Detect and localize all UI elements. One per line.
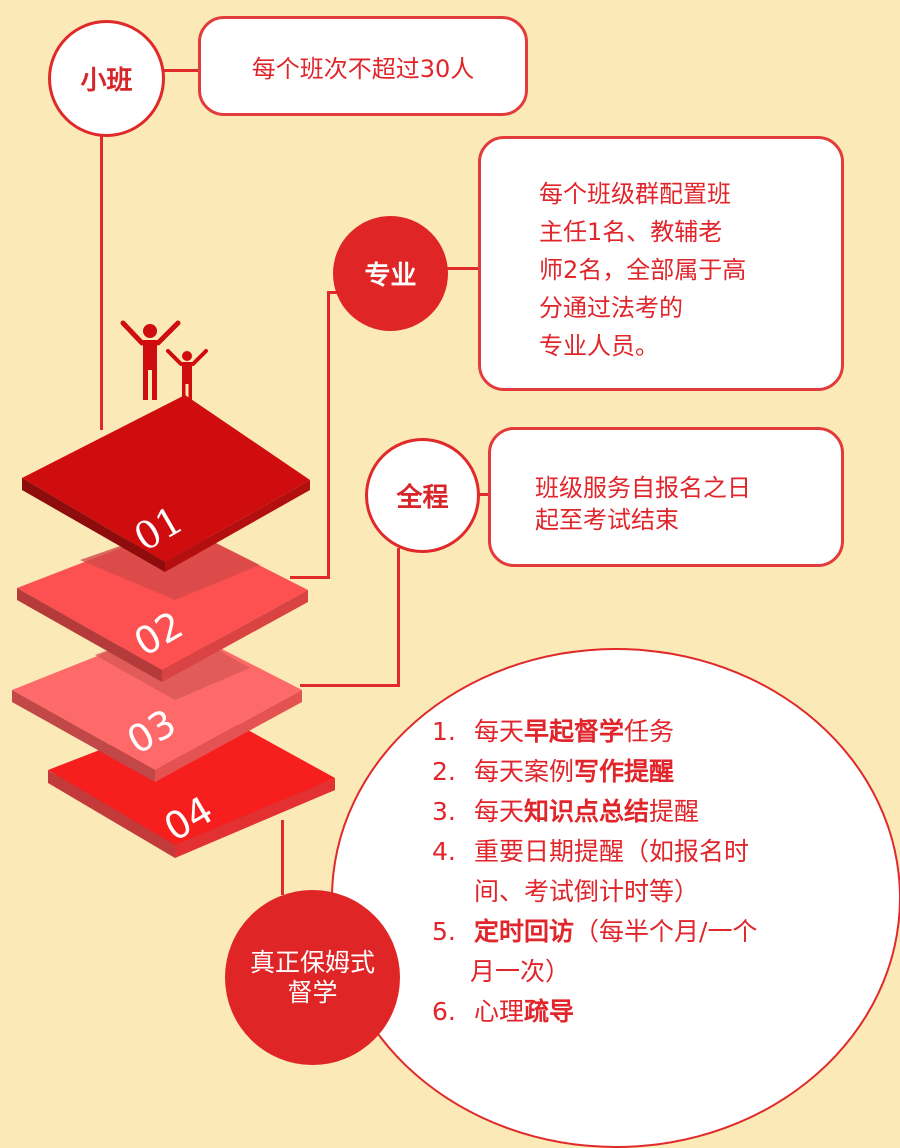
- professional-badge: 专业: [333, 216, 448, 331]
- small-class-badge: 小班: [48, 20, 165, 137]
- list-item: 6.心理疏导: [432, 997, 575, 1026]
- connector-line-full-box: [477, 493, 491, 496]
- professional-desc-line: 每个班级群配置班: [539, 180, 731, 208]
- stacked-tiles-graphic: 01 02 03 04: [12, 320, 335, 858]
- connector-line-professional-box: [446, 267, 482, 270]
- service-features-diagram: 01 02 03 04 小班 每个班次不超过30人 专业 每个班级群配置班 主任…: [12, 16, 900, 1148]
- small-class-description-box: 每个班次不超过30人: [198, 16, 528, 116]
- list-item: 4.重要日期提醒（如报名时: [432, 837, 750, 866]
- small-class-label: 小班: [80, 66, 133, 96]
- connector-line-full-v: [397, 548, 400, 687]
- full-process-label: 全程: [396, 483, 449, 513]
- tile-01: [22, 395, 310, 572]
- list-item: 5.定时回访（每半个月/一个: [432, 917, 758, 946]
- full-process-desc-line: 起至考试结束: [535, 506, 679, 534]
- connector-line-full-h: [300, 684, 400, 687]
- people-cheering-icon: [120, 320, 208, 402]
- supervision-list: 1.每天早起督学任务 2.每天案例写作提醒 3.每天知识点总结提醒 4.重要日期…: [432, 712, 757, 1032]
- connector-line-professional-v: [327, 291, 330, 578]
- full-process-desc-line: 班级服务自报名之日: [535, 474, 751, 502]
- connector-line-professional-h2: [290, 576, 330, 579]
- small-class-description: 每个班次不超过30人: [251, 54, 475, 83]
- list-item-continuation: 月一次）: [470, 957, 571, 986]
- professional-description-box: 每个班级群配置班 主任1名、教辅老 师2名，全部属于高 分通过法考的 专业人员。: [478, 136, 844, 391]
- full-process-description-box: 班级服务自报名之日 起至考试结束: [488, 427, 844, 567]
- connector-line-small-class: [100, 120, 103, 430]
- professional-desc-line: 分通过法考的: [539, 294, 683, 322]
- professional-desc-line: 师2名，全部属于高: [539, 256, 747, 284]
- nanny-supervision-badge: 真正保姆式 督学: [225, 890, 400, 1065]
- professional-desc-line: 专业人员。: [539, 332, 659, 360]
- list-item: 3.每天知识点总结提醒: [432, 797, 700, 826]
- list-item: 1.每天早起督学任务: [432, 717, 675, 746]
- nanny-supervision-label-line: 督学: [287, 977, 338, 1007]
- list-item: 2.每天案例写作提醒: [432, 757, 675, 786]
- connector-line-nanny-v: [281, 820, 284, 895]
- professional-label: 专业: [364, 261, 417, 291]
- supervision-list-panel: [331, 648, 900, 1148]
- nanny-supervision-label-line: 真正保姆式: [249, 947, 375, 977]
- connector-line-small-class-h: [163, 69, 203, 72]
- full-process-badge: 全程: [365, 438, 480, 553]
- professional-desc-line: 主任1名、教辅老: [539, 218, 723, 246]
- list-item-continuation: 间、考试倒计时等）: [474, 877, 700, 906]
